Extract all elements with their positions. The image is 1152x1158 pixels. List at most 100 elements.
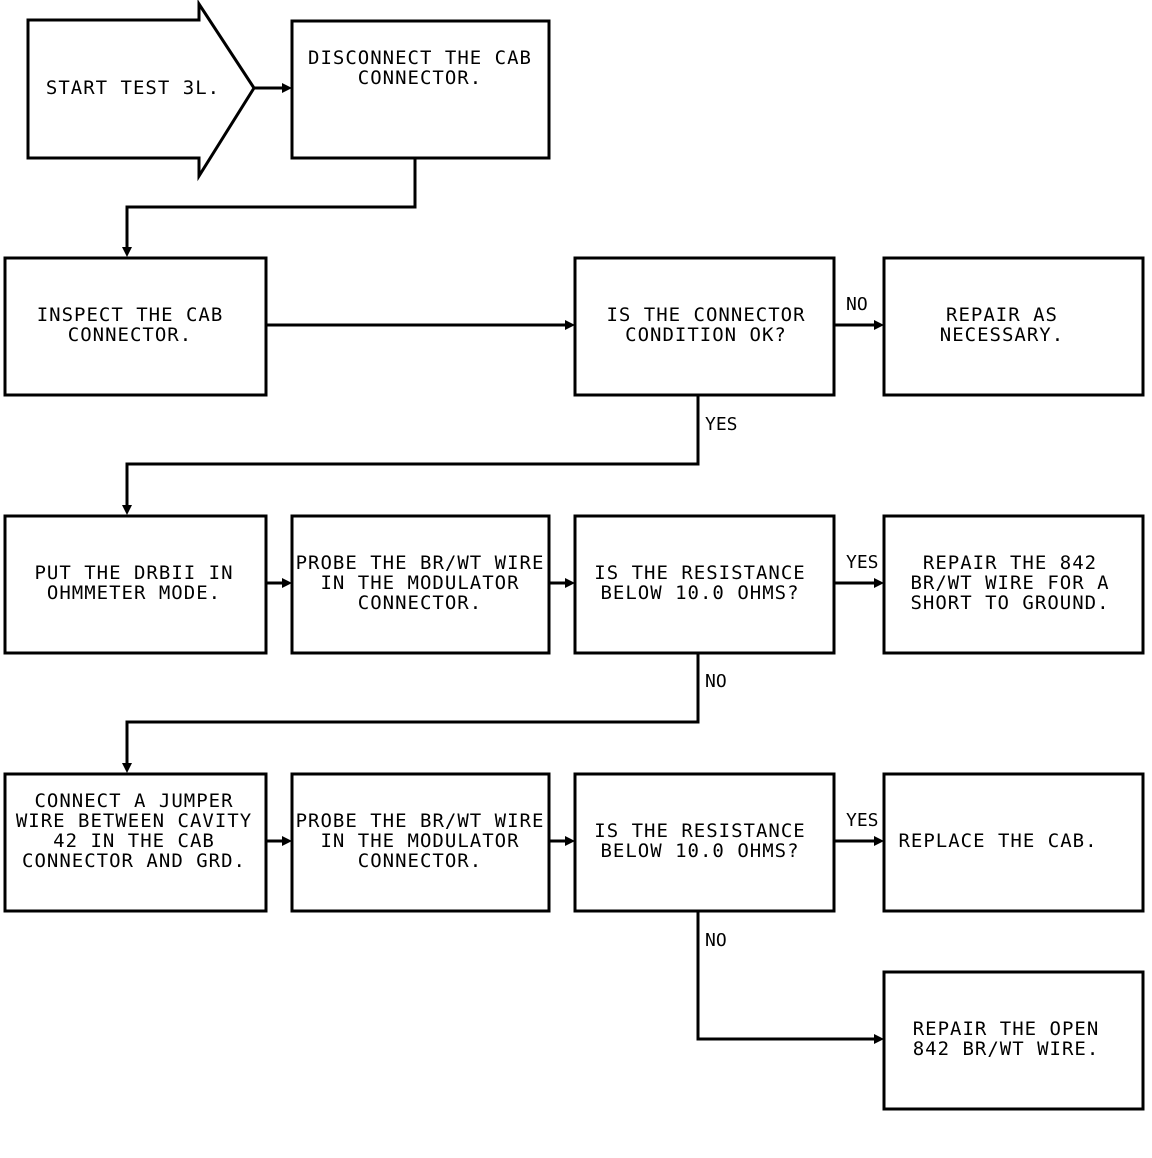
- node-n3-line-2: CONDITION OK?: [625, 324, 787, 346]
- arrowhead-n13: [874, 1034, 884, 1044]
- edge-n3-yes-to-n5: [125, 395, 700, 508]
- node-n13-line-2: 842 BR/WT WIRE.: [913, 1038, 1100, 1060]
- node-n1-box: [290, 19, 551, 160]
- arrowhead-n10: [282, 836, 292, 846]
- node-n4-line-1: REPAIR AS: [946, 304, 1058, 326]
- node-n1-line-2: CONNECTOR.: [358, 67, 482, 89]
- node-n8-line-3: SHORT TO GROUND.: [910, 592, 1109, 614]
- label-n11-yes: YES: [846, 810, 879, 831]
- node-n5-box: [3, 514, 268, 655]
- start-arrow-shape: [26, 0, 256, 182]
- node-n7-line-1: IS THE RESISTANCE: [594, 562, 805, 584]
- node-n3-box: [573, 256, 836, 397]
- node-n4-line-2: NECESSARY.: [940, 324, 1064, 346]
- node-n8-line-1: REPAIR THE 842: [923, 552, 1097, 574]
- node-n7-line-2: BELOW 10.0 OHMS?: [600, 582, 799, 604]
- edge-n7-no-to-n9: [125, 653, 700, 766]
- label-n7-no: NO: [705, 671, 727, 692]
- node-n12-text: REPLACE THE CAB.: [898, 830, 1097, 852]
- node-n11-line-2: BELOW 10.0 OHMS?: [600, 840, 799, 862]
- node-n11-box: [573, 772, 836, 913]
- node-start-line-1: START TEST 3L.: [46, 77, 220, 99]
- node-n9-box: [3, 772, 268, 913]
- node-n9-line-2: WIRE BETWEEN CAVITY: [16, 810, 252, 832]
- node-n10-box: [290, 772, 551, 913]
- node-n5-line-1: PUT THE DRBII IN: [34, 562, 233, 584]
- node-n10-line-2: IN THE MODULATOR: [320, 830, 519, 852]
- node-n2-box: [3, 256, 268, 397]
- arrowheads: [122, 83, 884, 1044]
- node-n13-line-1: REPAIR THE OPEN: [913, 1018, 1100, 1040]
- node-start: START TEST 3L.: [26, 0, 256, 182]
- label-n3-yes: YES: [705, 414, 738, 435]
- connectors: [125, 86, 876, 1041]
- node-n10-line-3: CONNECTOR.: [358, 850, 482, 872]
- node-n7-box: [573, 514, 836, 655]
- node-n9-line-3: 42 IN THE CAB: [53, 830, 215, 852]
- node-n12-line-1: REPLACE THE CAB.: [898, 830, 1097, 852]
- arrowhead-n2: [122, 247, 132, 257]
- node-n11-line-1: IS THE RESISTANCE: [594, 820, 805, 842]
- node-n6-line-3: CONNECTOR.: [358, 592, 482, 614]
- node-n3-line-1: IS THE CONNECTOR: [606, 304, 805, 326]
- arrowhead-n6: [282, 578, 292, 588]
- node-n8-line-2: BR/WT WIRE FOR A: [910, 572, 1109, 594]
- arrowhead-n8: [874, 578, 884, 588]
- node-n13-box: [882, 970, 1145, 1111]
- node-replace-cab: REPLACE THE CAB.: [882, 772, 1145, 913]
- node-n2-line-2: CONNECTOR.: [68, 324, 192, 346]
- edge-labels: NO YES YES NO YES NO: [705, 294, 879, 951]
- arrowhead-n7: [565, 578, 575, 588]
- node-n2-line-1: INSPECT THE CAB: [37, 304, 224, 326]
- node-n9-line-4: CONNECTOR AND GRD.: [22, 850, 246, 872]
- arrowhead-n4: [874, 320, 884, 330]
- node-n9-line-1: CONNECT A JUMPER: [34, 790, 233, 812]
- arrowhead-n1: [282, 83, 292, 93]
- arrowhead-n11: [565, 836, 575, 846]
- node-n6-line-1: PROBE THE BR/WT WIRE: [296, 552, 545, 574]
- node-n12-box: [882, 772, 1145, 913]
- arrowhead-n12: [874, 836, 884, 846]
- label-n11-no: NO: [705, 930, 727, 951]
- node-n5-line-2: OHMMETER MODE.: [47, 582, 221, 604]
- node-n10-line-1: PROBE THE BR/WT WIRE: [296, 810, 545, 832]
- node-n1-line-1: DISCONNECT THE CAB: [308, 47, 532, 69]
- arrowhead-n5: [122, 505, 132, 515]
- label-n7-yes: YES: [846, 552, 879, 573]
- edge-n1-to-n2: [125, 158, 417, 250]
- node-n4-box: [882, 256, 1145, 397]
- edge-n11-no-to-n13: [696, 911, 876, 1041]
- arrowhead-n9: [122, 763, 132, 773]
- arrowhead-n3: [565, 320, 575, 330]
- node-n6-box: [290, 514, 551, 655]
- node-n6-line-2: IN THE MODULATOR: [320, 572, 519, 594]
- node-start-text: START TEST 3L.: [46, 77, 220, 99]
- label-n3-no: NO: [846, 294, 868, 315]
- node-n8-box: [882, 514, 1145, 655]
